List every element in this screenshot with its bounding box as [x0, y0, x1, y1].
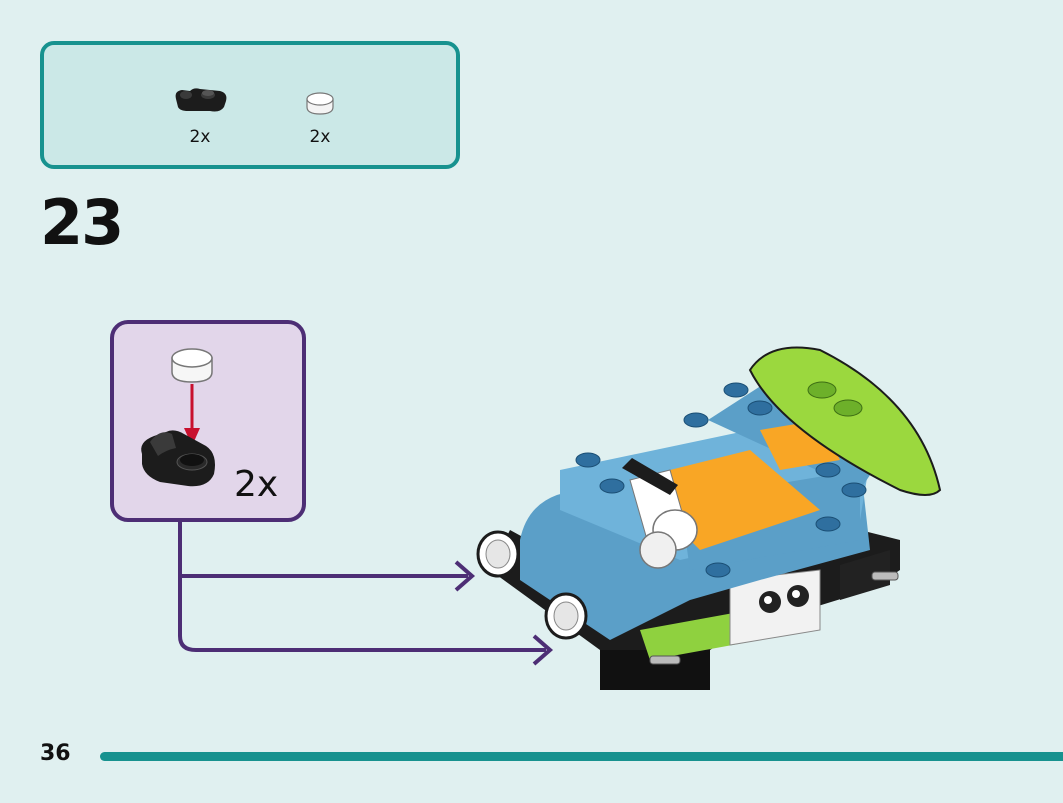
sub-assembly-quantity: 2x: [234, 464, 279, 505]
part-quantity: 2x: [309, 127, 331, 147]
page-number: 36: [40, 741, 71, 766]
arrowhead-icon: [532, 634, 554, 666]
part-quantity: 2x: [189, 127, 211, 147]
parts-list-box: 2x 2x: [40, 41, 460, 169]
white-round-tile-icon: [306, 92, 334, 115]
step-number: 23: [40, 186, 124, 259]
part-item: 2x: [170, 81, 230, 147]
sub-assembly-box: 2x: [110, 320, 306, 522]
car-model-illustration: [476, 346, 942, 690]
black-plate-with-clip-icon: [175, 88, 227, 112]
callout-arrow: [178, 576, 546, 652]
sub-assembly-illustration: [141, 348, 215, 487]
page-progress-bar: [100, 752, 1063, 761]
callout-arrow: [178, 522, 468, 578]
arrowhead-icon: [454, 560, 476, 592]
part-item: 2x: [300, 89, 340, 147]
